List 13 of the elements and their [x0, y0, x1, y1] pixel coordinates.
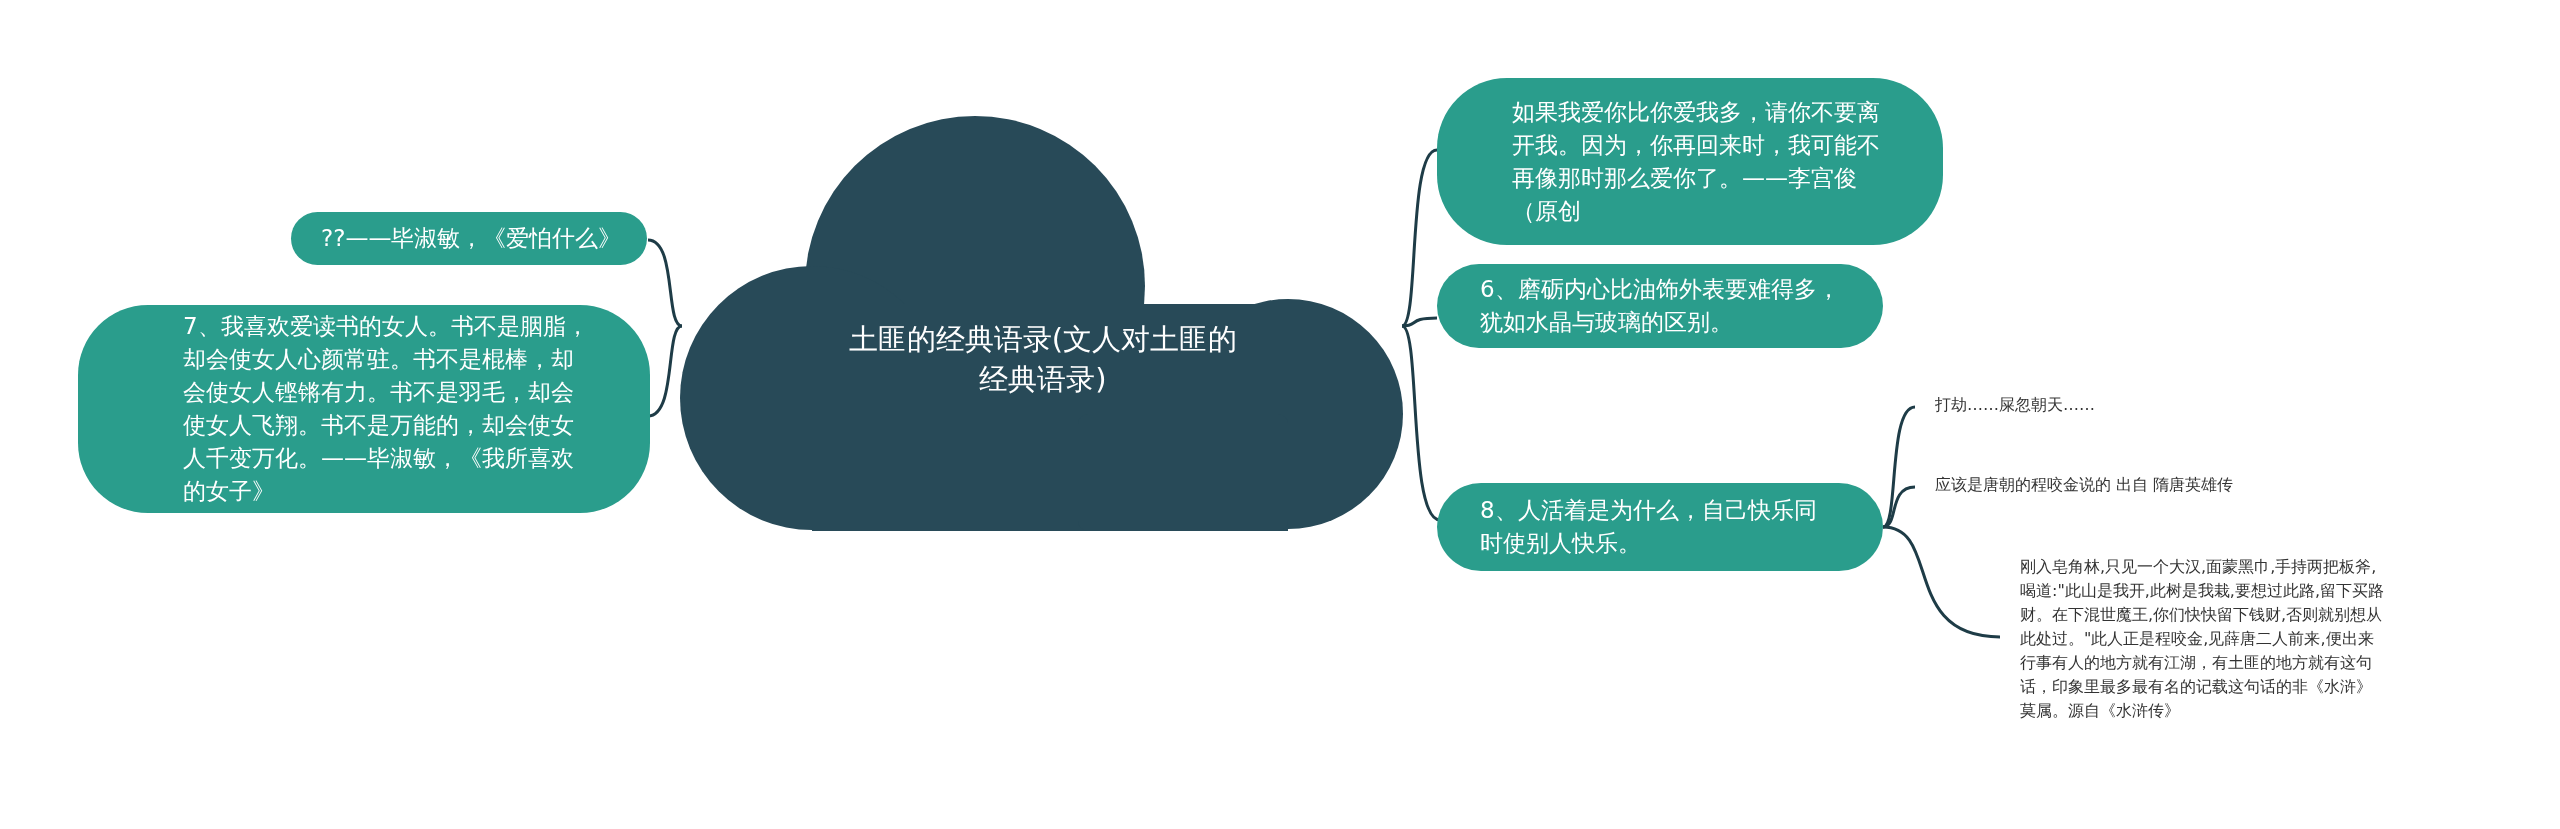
connector-curve [1882, 485, 1916, 529]
connector-curve [1882, 525, 2001, 639]
topic-pill: 8、人活着是为什么，自己快乐同时使别人快乐。 [1437, 483, 1883, 571]
topic-pill: 6、磨砺内心比油饰外表要难得多，犹如水晶与玻璃的区别。 [1437, 264, 1883, 348]
central-topic: 土匪的经典语录(文人对土匪的经典语录) [847, 321, 1239, 398]
note-text: 刚入皂角林,只见一个大汉,面蒙黑巾,手持两把板斧,喝道:"此山是我开,此树是我栽,要想过此路,留下买路财。在下混世魔王,你们快快留下钱财,否则就别想从此处过。"此人正是程咬金,见薛唐二人前来,便出来行事有人的地方就有江湖，有土匪的地方就有这句话，印象里最多最有名的记载这句话的非《水浒》莫属。源自《水浒传》 [2020, 555, 2385, 747]
note-text: 应该是唐朝的程咬金说的 出自 隋唐英雄传 [1935, 473, 2335, 501]
topic-pill: 7、我喜欢爱读书的女人。书不是胭脂，却会使女人心颜常驻。书不是棍棒，却会使女人铿锵有力。书不是羽毛，却会使女人飞翔。书不是万能的，却会使女人千变万化。——毕淑敏，《我所喜欢的女子》 [78, 305, 650, 513]
connector-curve [1401, 316, 1438, 328]
connector-curve [647, 238, 683, 328]
topic-pill: 如果我爱你比你爱我多，请你不要离开我。因为，你再回来时，我可能不再像那时那么爱你了。——李宫俊（原创 [1437, 78, 1943, 245]
topic-pill: ??——毕淑敏，《爱怕什么》 [291, 212, 647, 265]
note-text: 打劫……屎忽朝天…… [1935, 393, 2195, 421]
